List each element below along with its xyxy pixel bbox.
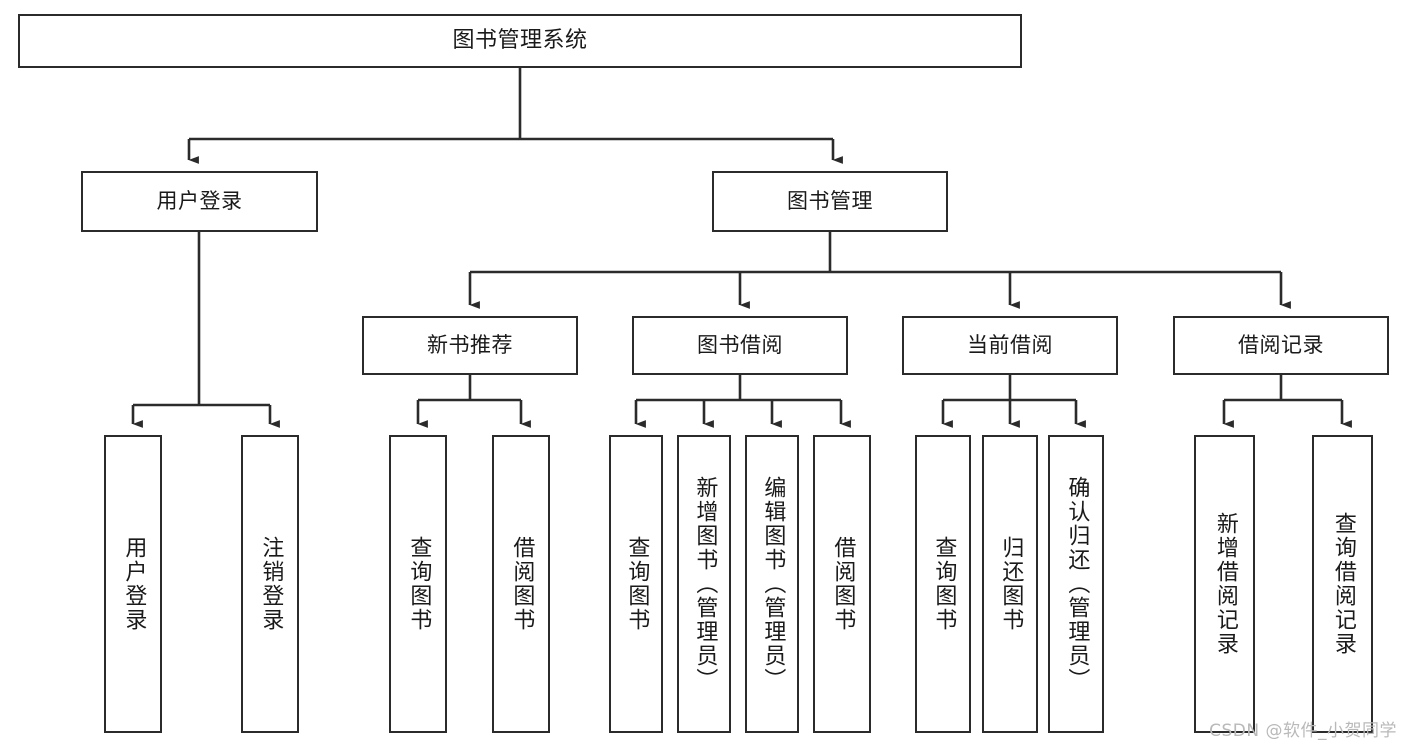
node-leaf-borrow-book[interactable]: 借阅图书 [813,435,871,733]
node-leaf-query-book-current-label: 查询图书 [931,536,957,632]
node-leaf-confirm-return[interactable]: 确认归还（管理员） [1048,435,1104,733]
node-current-borrow[interactable]: 当前借阅 [902,316,1118,375]
node-leaf-borrow-book-recommend[interactable]: 借阅图书 [492,435,550,733]
node-book-borrow[interactable]: 图书借阅 [632,316,848,375]
node-leaf-add-book[interactable]: 新增图书（管理员） [677,435,731,733]
csdn-watermark: CSDN @软件_小贺同学 [1209,721,1397,741]
node-leaf-user-login[interactable]: 用户登录 [104,435,162,733]
node-leaf-query-book-borrow[interactable]: 查询图书 [609,435,663,733]
node-user-login[interactable]: 用户登录 [81,171,318,232]
node-borrow-records[interactable]: 借阅记录 [1173,316,1389,375]
node-root-system[interactable]: 图书管理系统 [18,14,1022,68]
node-leaf-user-login-label: 用户登录 [121,536,147,632]
node-book-borrow-label: 图书借阅 [697,333,783,358]
node-leaf-add-borrow-record-label: 新增借阅记录 [1212,512,1238,656]
node-user-login-label: 用户登录 [156,189,243,214]
node-leaf-return-book[interactable]: 归还图书 [982,435,1038,733]
node-leaf-confirm-return-label: 确认归还（管理员） [1064,476,1090,692]
node-leaf-query-book-recommend-label: 查询图书 [406,536,432,632]
node-leaf-query-book-recommend[interactable]: 查询图书 [389,435,447,733]
node-leaf-logout-label: 注销登录 [258,536,284,632]
node-leaf-query-book-borrow-label: 查询图书 [624,536,650,632]
node-new-book-recommend[interactable]: 新书推荐 [362,316,578,375]
node-leaf-query-book-current[interactable]: 查询图书 [915,435,971,733]
node-root-system-label: 图书管理系统 [452,28,588,54]
node-current-borrow-label: 当前借阅 [967,333,1053,358]
node-leaf-query-borrow-record-label: 查询借阅记录 [1330,512,1356,656]
node-leaf-add-book-label: 新增图书（管理员） [692,476,718,692]
node-leaf-query-borrow-record[interactable]: 查询借阅记录 [1312,435,1373,733]
node-borrow-records-label: 借阅记录 [1238,333,1324,358]
node-leaf-logout[interactable]: 注销登录 [241,435,299,733]
node-book-management-label: 图书管理 [787,189,873,214]
node-leaf-add-borrow-record[interactable]: 新增借阅记录 [1194,435,1255,733]
node-new-book-recommend-label: 新书推荐 [427,333,513,358]
node-leaf-borrow-book-label: 借阅图书 [830,536,856,632]
node-leaf-edit-book[interactable]: 编辑图书（管理员） [745,435,799,733]
node-leaf-borrow-book-recommend-label: 借阅图书 [509,536,535,632]
node-leaf-return-book-label: 归还图书 [998,536,1024,632]
node-leaf-edit-book-label: 编辑图书（管理员） [760,476,786,692]
node-book-management[interactable]: 图书管理 [712,171,948,232]
